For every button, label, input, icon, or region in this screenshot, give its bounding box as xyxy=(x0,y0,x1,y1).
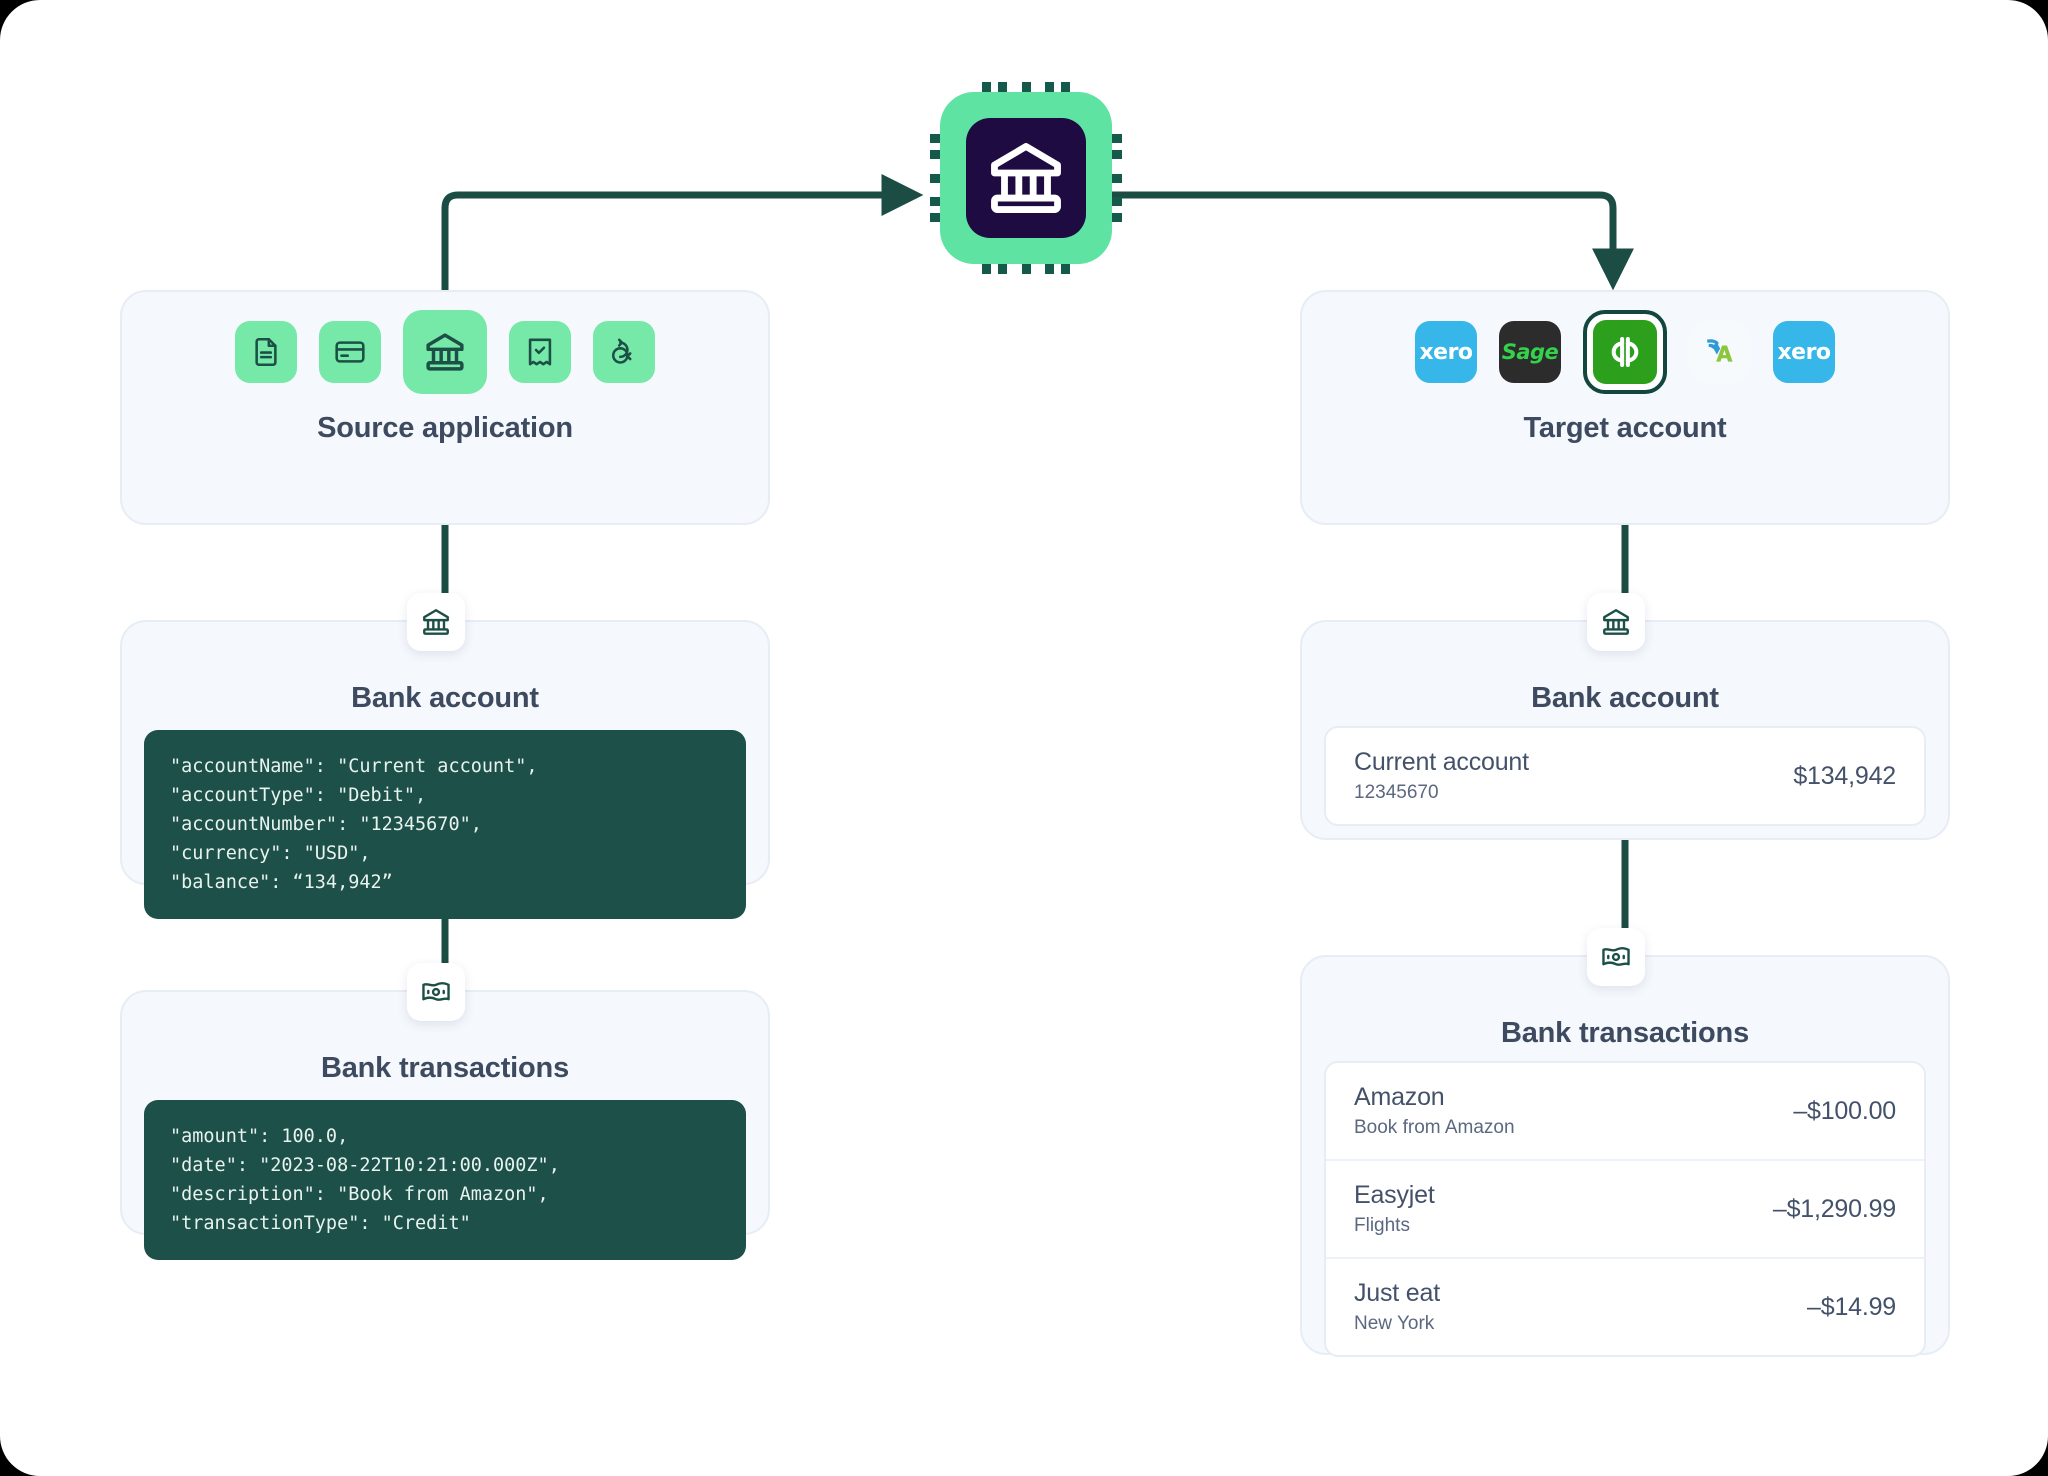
xero-wordmark: xero xyxy=(1777,340,1830,365)
account-balance: $134,942 xyxy=(1793,762,1896,791)
table-row[interactable]: Easyjet Flights –$1,290.99 xyxy=(1326,1161,1924,1259)
bank-chip-icon xyxy=(940,92,1112,264)
account-number: 12345670 xyxy=(1354,782,1529,804)
target-account-card: xero Sage xyxy=(1300,290,1950,525)
transaction-amount: –$100.00 xyxy=(1793,1097,1896,1126)
table-row[interactable]: Amazon Book from Amazon –$100.00 xyxy=(1326,1063,1924,1161)
source-bank-account-card: Bank account "accountName": "Current acc… xyxy=(120,620,770,885)
sage-wordmark: Sage xyxy=(1502,340,1559,364)
bank-icon xyxy=(407,593,465,651)
target-bank-account-card: Bank account Current account 12345670 $1… xyxy=(1300,620,1950,840)
transaction-description: New York xyxy=(1354,1313,1440,1335)
source-bank-transactions-card: Bank transactions "amount": 100.0, "date… xyxy=(120,990,770,1235)
transaction-description: Book from Amazon xyxy=(1354,1117,1515,1139)
account-name: Current account xyxy=(1354,748,1529,777)
page-title: Source application xyxy=(122,412,768,445)
banknote-icon xyxy=(1587,928,1645,986)
freeagent-logo[interactable] xyxy=(1689,321,1751,383)
source-tile-row xyxy=(122,292,768,412)
section-title: Bank account xyxy=(1302,682,1948,715)
target-bank-transactions-card: Bank transactions Amazon Book from Amazo… xyxy=(1300,955,1950,1355)
xero-wordmark: xero xyxy=(1419,340,1472,365)
page-title: Target account xyxy=(1302,412,1948,445)
transaction-merchant: Amazon xyxy=(1354,1083,1515,1112)
table-row[interactable]: Current account 12345670 $134,942 xyxy=(1326,728,1924,824)
receipt-check-icon[interactable] xyxy=(509,321,571,383)
account-list: Current account 12345670 $134,942 xyxy=(1324,726,1926,826)
bank-transactions-json: "amount": 100.0, "date": "2023-08-22T10:… xyxy=(144,1100,746,1260)
bank-account-json: "accountName": "Current account", "accou… xyxy=(144,730,746,919)
quickbooks-logo[interactable] xyxy=(1583,310,1667,394)
banknote-icon xyxy=(407,963,465,1021)
transaction-merchant: Easyjet xyxy=(1354,1181,1435,1210)
transaction-merchant: Just eat xyxy=(1354,1279,1440,1308)
transaction-description: Flights xyxy=(1354,1215,1435,1237)
section-title: Bank transactions xyxy=(122,1052,768,1085)
transaction-amount: –$1,290.99 xyxy=(1773,1195,1896,1224)
invoice-icon[interactable] xyxy=(235,321,297,383)
xero-logo[interactable]: xero xyxy=(1415,321,1477,383)
bank-icon[interactable] xyxy=(403,310,487,394)
bank-icon xyxy=(1587,593,1645,651)
section-title: Bank transactions xyxy=(1302,1017,1948,1050)
sync-icon[interactable] xyxy=(593,321,655,383)
table-row[interactable]: Just eat New York –$14.99 xyxy=(1326,1259,1924,1355)
credit-card-icon[interactable] xyxy=(319,321,381,383)
section-title: Bank account xyxy=(122,682,768,715)
xero-logo[interactable]: xero xyxy=(1773,321,1835,383)
source-application-card: Source application xyxy=(120,290,770,525)
transaction-amount: –$14.99 xyxy=(1807,1293,1896,1322)
transactions-list: Amazon Book from Amazon –$100.00 Easyjet… xyxy=(1324,1061,1926,1357)
sage-logo[interactable]: Sage xyxy=(1499,321,1561,383)
target-tile-row: xero Sage xyxy=(1302,292,1948,412)
